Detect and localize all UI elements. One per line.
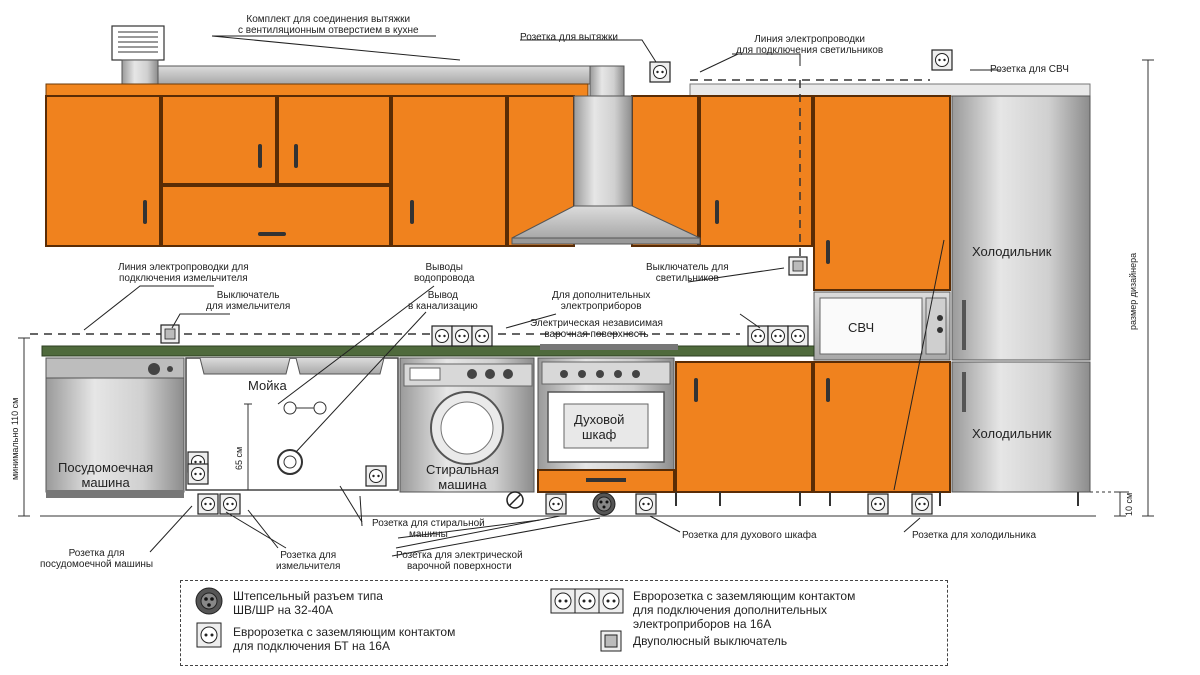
min-height-label: минимально 110 см bbox=[10, 397, 20, 480]
legend-switch-text: Двуполюсный выключатель bbox=[633, 634, 788, 648]
chopper-switch-icon bbox=[160, 324, 180, 344]
plug-connector-icon bbox=[195, 587, 223, 615]
euro-socket-icon bbox=[196, 622, 222, 648]
fridge-socket-label: Розетка для холодильника bbox=[912, 530, 1037, 541]
range-hood bbox=[511, 95, 701, 245]
triple-socket-icon bbox=[747, 325, 809, 347]
chopper-socket-icon bbox=[197, 493, 241, 515]
bipolar-switch-icon bbox=[600, 630, 622, 652]
hood-socket-icon bbox=[649, 61, 671, 83]
hob-socket-icon bbox=[545, 493, 567, 515]
microwave-socket-icon bbox=[931, 49, 953, 71]
designer-size-label: размер дизайнера bbox=[1128, 252, 1138, 330]
microwave-socket-label: Розетка для СВЧ bbox=[990, 64, 1069, 75]
sink-cabinet bbox=[185, 357, 399, 491]
triple-socket-icon bbox=[431, 325, 493, 347]
legend-icons bbox=[195, 587, 624, 652]
oven-socket-label: Розетка для духового шкафа bbox=[682, 530, 817, 541]
dim-10-label: 10 см bbox=[1124, 492, 1134, 516]
fridge-top-label: Холодильник bbox=[972, 244, 1052, 259]
lower-cabinet bbox=[675, 361, 813, 493]
countertop bbox=[41, 345, 815, 357]
oven bbox=[537, 344, 678, 493]
vent-duct bbox=[111, 25, 625, 97]
hood-socket-label: Розетка для вытяжки bbox=[520, 32, 618, 43]
washer-socket-icon bbox=[365, 465, 387, 487]
light-switch-icon bbox=[788, 256, 808, 276]
triple-euro-socket-icon bbox=[550, 588, 624, 614]
upper-cabinets bbox=[45, 95, 813, 247]
oven-socket-icon bbox=[635, 493, 657, 515]
microwave-label: СВЧ bbox=[848, 320, 875, 335]
dishwasher bbox=[45, 357, 185, 498]
refrigerator bbox=[951, 95, 1091, 493]
fridge-socket-icon bbox=[911, 493, 933, 515]
dishwasher-socket-icon bbox=[187, 451, 209, 485]
tall-cabinet bbox=[813, 95, 951, 493]
dimension-lines bbox=[18, 59, 1154, 517]
socket-icon bbox=[867, 493, 889, 515]
sink-label: Мойка bbox=[248, 378, 287, 393]
plug-connector-icon bbox=[592, 492, 616, 516]
microwave bbox=[813, 291, 951, 361]
fridge-bottom-label: Холодильник bbox=[972, 426, 1052, 441]
washing-machine bbox=[399, 357, 535, 509]
dim-65-label: 65 см bbox=[234, 446, 244, 470]
